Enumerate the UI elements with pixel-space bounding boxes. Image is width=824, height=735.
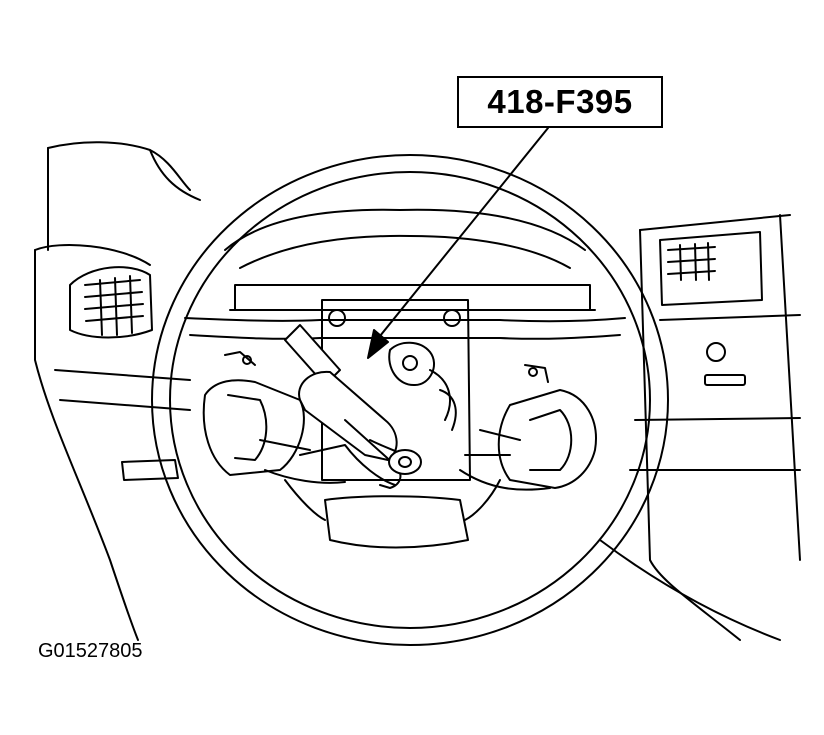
dashboard-outline: [34, 141, 801, 641]
tool-number-label: 418-F395: [487, 83, 633, 120]
callout-leader: [367, 127, 549, 359]
upper-spoke: [184, 317, 626, 340]
lower-spoke: [284, 479, 501, 549]
right-air-vent: [659, 231, 763, 306]
tool-number-callout: 418-F395: [457, 76, 663, 128]
dash-knob: [704, 342, 746, 386]
left-spoke-switch: [202, 351, 396, 486]
figure-identifier: G01527805: [38, 640, 143, 662]
dash-slot: [121, 459, 179, 481]
steering-wheel-rim: [151, 154, 669, 646]
instrument-cluster: [224, 208, 596, 311]
special-tool-418-F395: [284, 324, 422, 489]
left-air-vent: [69, 266, 153, 339]
right-spoke-switch: [459, 364, 597, 491]
